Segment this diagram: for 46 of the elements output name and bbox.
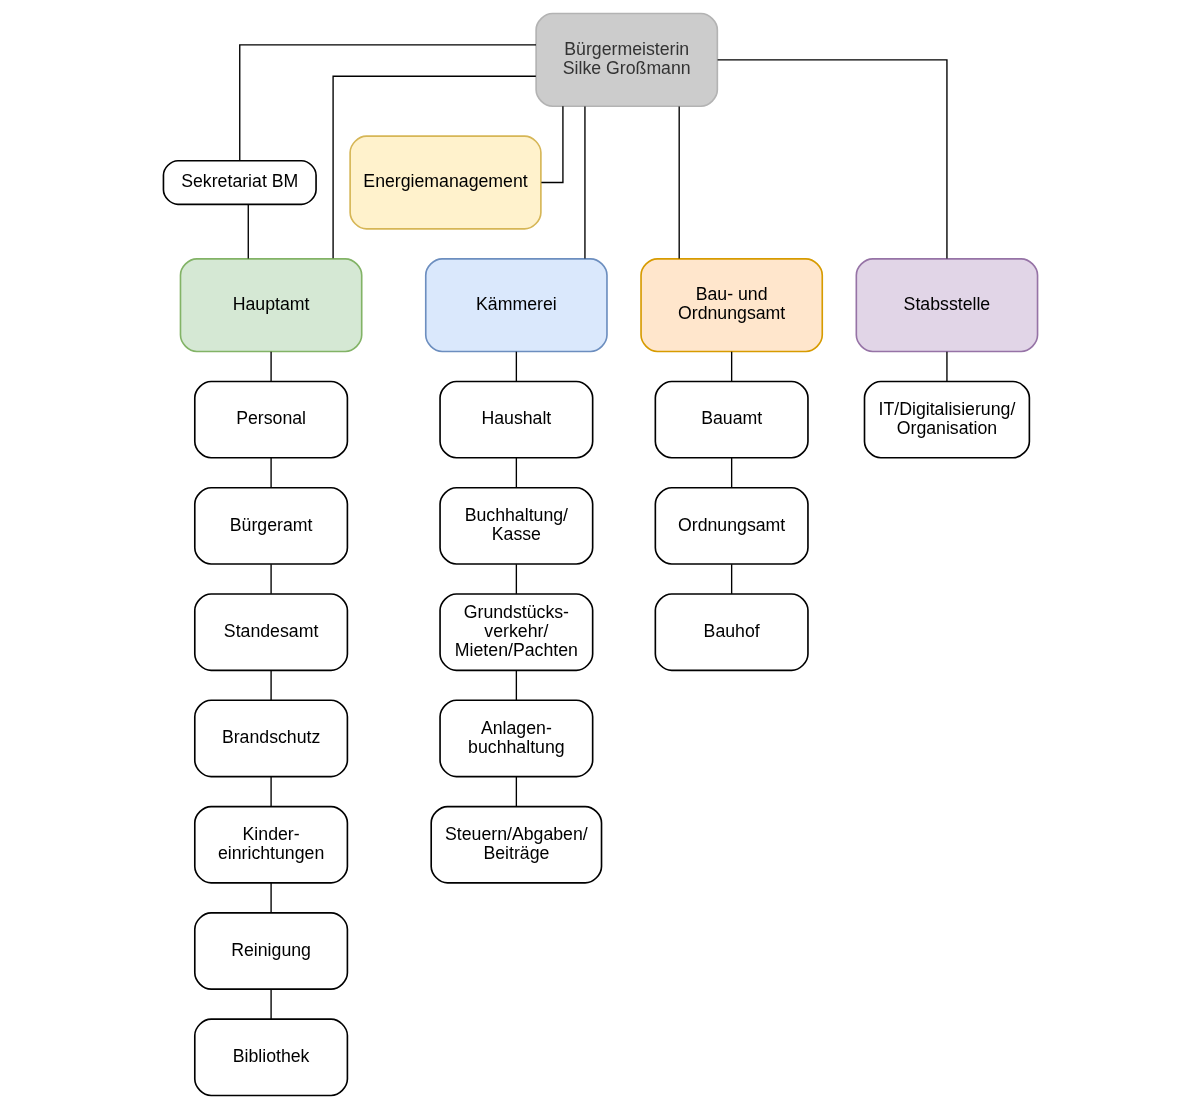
connector bbox=[269, 882, 272, 914]
connector bbox=[716, 59, 948, 260]
node-box: Haushalt bbox=[438, 380, 593, 459]
connector bbox=[515, 563, 517, 595]
node-box: Brandschutz bbox=[193, 699, 348, 778]
node-box: Hauptamt bbox=[179, 258, 363, 353]
connector bbox=[730, 457, 732, 489]
node-box: Bibliothek bbox=[193, 1018, 348, 1097]
node-box: Grundstücks- verkehr/ Mieten/Pachten bbox=[438, 593, 593, 672]
node-box: Ordnungsamt bbox=[654, 486, 809, 565]
node-box: Kinder- einrichtungen bbox=[193, 805, 348, 884]
node-box: Bürgermeisterin Silke Großmann bbox=[534, 12, 718, 108]
connector bbox=[269, 776, 272, 808]
connector bbox=[269, 351, 272, 382]
connector bbox=[540, 105, 564, 184]
connector bbox=[515, 776, 517, 808]
node-box: Bauamt bbox=[654, 380, 809, 459]
node-box: Steuern/Abgaben/ Beiträge bbox=[429, 805, 602, 884]
node-box: Energiemanagement bbox=[348, 135, 542, 230]
node-box: Kämmerei bbox=[424, 258, 608, 353]
connector bbox=[678, 105, 680, 260]
connector bbox=[269, 563, 272, 595]
node-box: Bauhof bbox=[654, 593, 809, 672]
connector bbox=[515, 457, 517, 489]
node-box: Bürgeramt bbox=[193, 486, 348, 565]
connector bbox=[583, 105, 586, 260]
connector bbox=[515, 351, 517, 382]
connector bbox=[269, 457, 272, 489]
connector bbox=[238, 44, 537, 162]
connector bbox=[269, 988, 272, 1020]
node-box: Bau- und Ordnungsamt bbox=[639, 258, 823, 353]
node-box: Sekretariat BM bbox=[162, 159, 317, 206]
connector bbox=[247, 203, 249, 260]
node-box: IT/Digitalisierung/ Organisation bbox=[863, 380, 1030, 459]
node-box: Reinigung bbox=[193, 912, 348, 990]
connector bbox=[730, 563, 732, 595]
node-box: Stabsstelle bbox=[855, 258, 1038, 353]
node-box: Buchhaltung/ Kasse bbox=[438, 486, 593, 565]
node-box: Anlagen- buchhaltung bbox=[438, 699, 593, 778]
connector bbox=[269, 669, 272, 701]
connector bbox=[730, 351, 732, 382]
connector bbox=[331, 75, 536, 259]
connector bbox=[945, 351, 948, 382]
node-box: Standesamt bbox=[193, 593, 348, 672]
node-box: Personal bbox=[193, 380, 348, 459]
connector bbox=[515, 669, 517, 701]
